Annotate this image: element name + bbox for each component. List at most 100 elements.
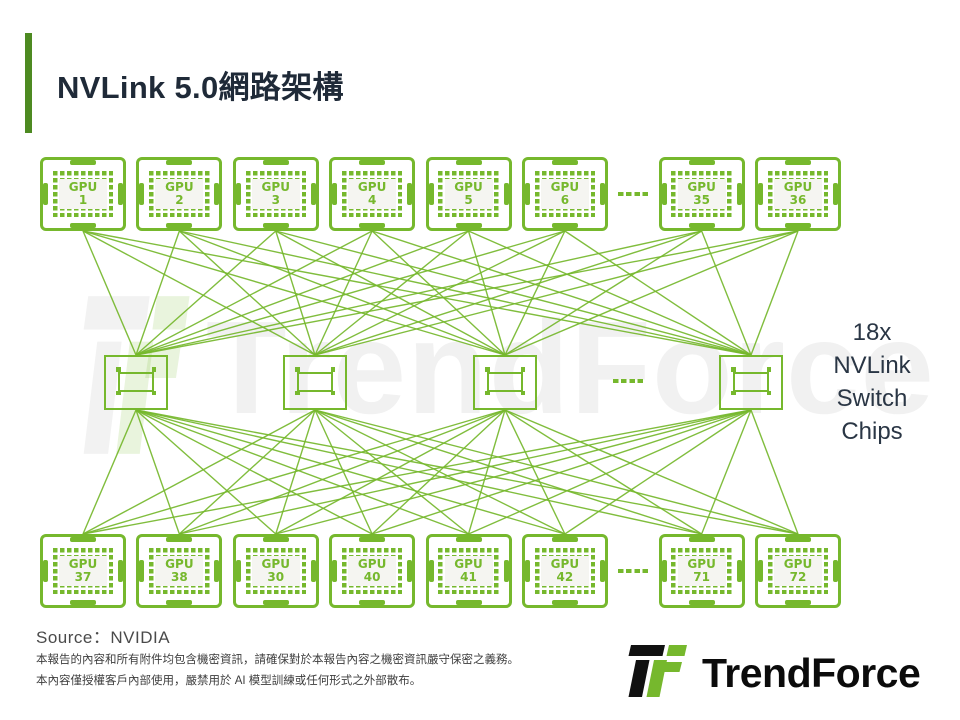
chip-notch-top [785,160,811,165]
switch-pin-dot [485,390,490,395]
switch-pin-dot [116,367,121,372]
gpu-chip-label: GPU 6 [540,179,589,209]
gpu-chip-label: GPU 41 [444,556,493,586]
gpu-number-text: 3 [271,193,280,207]
gpu-chip: GPU 30 [232,534,319,608]
chip-notch-right [214,183,220,205]
gpu-chip: GPU 40 [329,534,416,608]
gpu-label-text: GPU [454,179,483,194]
chip-notch-bottom [688,223,715,228]
gpu-label-text: GPU [550,179,580,194]
chip-notch-bottom [688,600,715,605]
chip-notch-bottom [166,223,193,228]
top-gpu-row: GPU 1 GPU 2 GPU 3 GPU 4 [40,157,841,231]
gpu-chip: GPU 5 [425,157,512,231]
gpu-chip-label: GPU 1 [59,179,107,209]
switch-pin-dot [766,390,771,395]
switch-die-outline [733,372,769,392]
page-title: NVLink 5.0網路架構 [57,70,344,105]
annotation-line: Switch [836,385,908,412]
chip-notch-left [139,183,145,205]
switch-pin-dot [520,390,525,395]
gpu-label-text: GPU [165,179,194,194]
chip-notch-bottom [359,600,386,605]
gpu-number-text: 38 [171,570,188,584]
chip-notch-left [43,560,48,582]
chip-notch-bottom [785,223,811,228]
chip-notch-bottom [551,600,578,605]
chip-notch-left [524,183,530,205]
gpu-label-text: GPU [261,179,290,194]
gpu-label-text: GPU [261,556,290,571]
chip-notch-top [785,537,811,542]
chip-notch-top [166,160,193,165]
switch-die-outline [297,372,333,392]
gpu-chip: GPU 2 [136,157,223,231]
disclaimer-line: 本報告的內容和所有附件均包含機密資訊，請確保對於本報告內容之機密資訊嚴守保密之義… [36,654,519,666]
gpu-label-text: GPU [454,556,483,571]
gpu-chip-label: GPU 72 [774,556,822,586]
gpu-label-text: GPU [357,556,387,571]
confidentiality-disclaimer: 本報告的內容和所有附件均包含機密資訊，請確保對於本報告內容之機密資訊嚴守保密之義… [36,650,556,692]
chip-notch-left [758,183,763,205]
chip-notch-top [166,537,193,542]
gpu-chip-label: GPU 42 [540,556,589,586]
chip-notch-top [262,160,289,165]
gpu-number-text: 72 [789,570,807,584]
gpu-label-text: GPU [550,556,580,571]
gpu-chip-label: GPU 36 [774,179,822,209]
chip-notch-left [428,183,434,205]
chip-notch-left [43,183,48,205]
switch-die-outline [118,372,154,392]
chip-notch-left [758,560,763,582]
annotation-line: Chips [841,418,903,445]
gpu-number-text: 30 [267,570,285,584]
chip-notch-left [661,560,667,582]
gpu-chip-label: GPU 30 [251,556,300,586]
chip-notch-right [118,183,123,205]
switch-pin-dot [295,367,300,372]
chip-notch-right [310,560,316,582]
chip-notch-bottom [551,223,578,228]
chip-notch-top [359,160,386,165]
gpu-chip-label: GPU 37 [59,556,107,586]
source-attribution: Source：NVIDIA [36,628,171,647]
switch-count-annotation: 18x NVLink Switch Chips [812,316,932,448]
gpu-number-text: 41 [460,570,477,584]
chip-notch-bottom [262,223,289,228]
gpu-label-text: GPU [687,556,716,571]
chip-notch-top [70,537,96,542]
chip-notch-left [235,183,241,205]
gpu-chip: GPU 1 [40,157,126,231]
chip-notch-right [736,183,742,205]
gpu-label-text: GPU [783,179,813,194]
chip-notch-right [407,183,413,205]
chip-notch-right [736,560,742,582]
switch-pin-dot [766,367,771,372]
gpu-chip-label: GPU 40 [348,556,397,586]
gpu-chip-label: GPU 4 [348,179,397,209]
chip-notch-left [661,183,667,205]
annotation-line: NVLink [833,352,911,379]
chip-notch-bottom [262,600,289,605]
chip-notch-top [688,537,715,542]
gpu-chip: GPU 37 [40,534,126,608]
chip-notch-left [428,560,434,582]
gpu-chip: GPU 72 [755,534,841,608]
nvlink-switch-chip [473,355,537,410]
gpu-chip: GPU 35 [658,157,745,231]
chip-notch-right [118,560,123,582]
ellipsis-dashes [613,379,643,383]
chip-notch-right [503,183,509,205]
gpu-chip: GPU 6 [521,157,608,231]
chip-notch-bottom [785,600,811,605]
gpu-label-text: GPU [68,556,98,571]
chip-notch-bottom [455,223,482,228]
switch-pin-dot [116,390,121,395]
gpu-chip-label: GPU 3 [251,179,300,209]
chip-notch-top [70,160,96,165]
switch-pin-dot [151,390,156,395]
gpu-number-text: 4 [367,193,377,207]
gpu-number-text: 35 [693,193,710,207]
gpu-chip-label: GPU 38 [155,556,204,586]
